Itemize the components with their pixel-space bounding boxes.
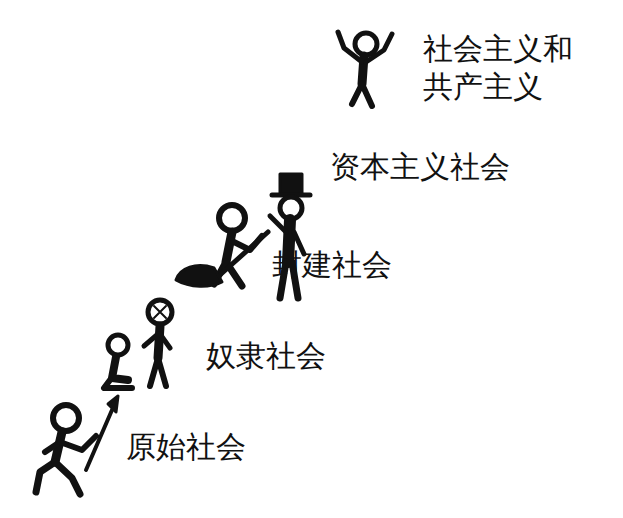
stage-label: 封建社会 <box>272 246 392 284</box>
feudal-figure <box>176 205 268 286</box>
stage-label: 资本主义社会 <box>330 148 510 186</box>
stage-label: 奴隶社会 <box>206 337 326 375</box>
slave-figures <box>104 300 172 388</box>
primitive-figure <box>36 396 118 494</box>
stage-label: 社会主义和 共产主义 <box>423 30 581 105</box>
stage-label: 原始社会 <box>126 428 246 466</box>
socialist-figure <box>338 32 392 106</box>
